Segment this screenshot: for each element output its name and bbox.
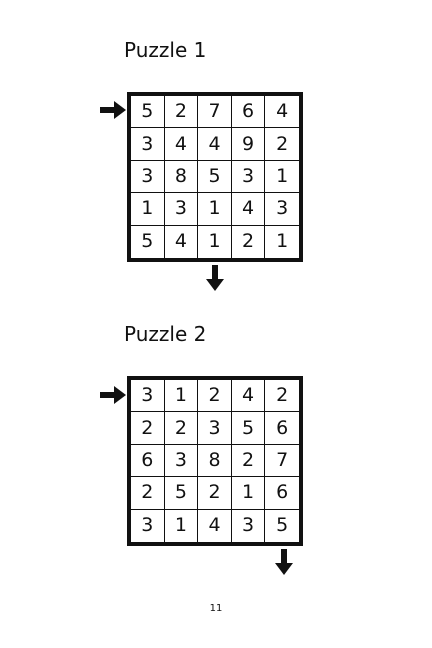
grid-cell: 2 xyxy=(198,380,232,413)
grid-cell: 1 xyxy=(164,380,199,413)
page-number: 11 xyxy=(209,603,223,614)
grid-cell: 2 xyxy=(232,225,266,258)
arrow-right-icon xyxy=(100,101,126,119)
grid-cell: 7 xyxy=(198,96,232,129)
grid-cell: 3 xyxy=(164,444,199,478)
grid-cell: 3 xyxy=(231,160,266,194)
arrow-down-icon xyxy=(206,265,224,291)
grid-cell: 3 xyxy=(131,128,165,161)
puzzle-2-title: Puzzle 2 xyxy=(124,322,207,346)
grid-cell: 2 xyxy=(231,444,266,478)
grid-cell: 4 xyxy=(164,128,199,161)
grid-cell: 3 xyxy=(131,160,165,194)
grid-cell: 2 xyxy=(131,412,165,445)
grid-cell: 5 xyxy=(276,514,289,537)
grid-cell: 8 xyxy=(164,160,199,194)
grid-cell: 4 xyxy=(231,380,266,413)
grid-cell: 4 xyxy=(265,96,299,129)
grid-cell: 5 xyxy=(131,225,165,258)
puzzle-1-grid: 5 2 7 6 4 3 4 4 9 2 3 8 5 3 1 1 3 1 4 3 … xyxy=(127,92,303,262)
grid-cell: 4 xyxy=(198,509,232,542)
grid-cell: 4 xyxy=(198,128,232,161)
grid-cell: 4 xyxy=(231,193,266,226)
grid-cell: 3 xyxy=(198,412,232,445)
grid-cell: 2 xyxy=(131,477,165,510)
grid-cell: 3 xyxy=(131,380,165,413)
grid-cell: 6 xyxy=(231,96,266,129)
grid-cell: 1 xyxy=(198,225,232,258)
grid-cell: 6 xyxy=(265,477,299,510)
puzzle-2-grid: 3 1 2 4 2 2 2 3 5 6 6 3 8 2 7 2 5 2 1 6 … xyxy=(127,376,303,546)
grid-cell: 1 xyxy=(276,230,289,253)
grid-cell: 4 xyxy=(165,225,199,258)
grid-cell: 3 xyxy=(131,509,165,542)
grid-cell: 5 xyxy=(131,96,165,129)
grid-cell: 1 xyxy=(165,509,199,542)
grid-cell: 8 xyxy=(198,444,232,478)
grid-cell: 1 xyxy=(131,193,165,226)
grid-cell: 5 xyxy=(164,477,199,510)
arrow-right-icon xyxy=(100,386,126,404)
grid-cell: 2 xyxy=(164,96,199,129)
grid-cell: 1 xyxy=(231,477,266,510)
arrow-down-icon xyxy=(275,549,293,575)
grid-cell: 9 xyxy=(231,128,266,161)
grid-cell: 2 xyxy=(265,380,299,413)
grid-cell: 3 xyxy=(232,509,266,542)
grid-cell: 3 xyxy=(164,193,199,226)
puzzle-1-title: Puzzle 1 xyxy=(124,38,207,62)
grid-cell: 3 xyxy=(265,193,299,226)
grid-cell: 2 xyxy=(265,128,299,161)
grid-cell: 6 xyxy=(265,412,299,445)
grid-cell: 5 xyxy=(198,160,232,194)
grid-cell: 2 xyxy=(198,477,232,510)
grid-cell: 1 xyxy=(198,193,232,226)
grid-cell: 7 xyxy=(265,445,299,478)
grid-cell: 5 xyxy=(231,412,266,445)
grid-cell: 1 xyxy=(265,161,299,194)
grid-cell: 2 xyxy=(164,412,199,445)
grid-cell: 6 xyxy=(131,444,165,478)
